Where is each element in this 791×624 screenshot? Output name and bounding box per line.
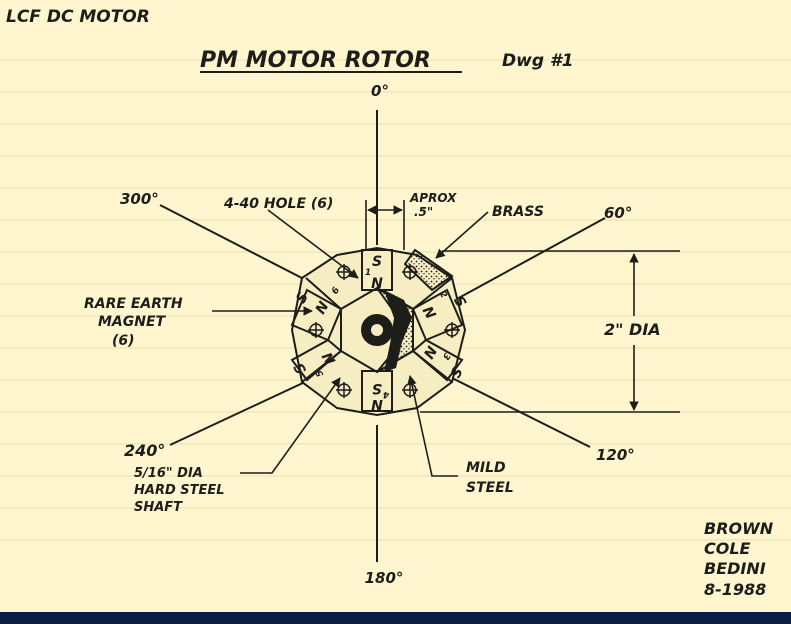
magnet-block-2 — [411, 288, 464, 342]
hole-icon — [402, 264, 418, 280]
hole-icon — [308, 322, 324, 338]
magnet-1-number: 1 — [365, 268, 371, 278]
magnet-block-3 — [411, 338, 464, 382]
mild-steel-label-line1: MILD — [466, 460, 506, 476]
aprox-label: APROX — [409, 191, 457, 205]
magnet-label-line2: MAGNET — [98, 314, 167, 330]
angle-300-label: 300° — [120, 190, 159, 208]
magnet-block-4 — [361, 370, 393, 412]
angle-240-label: 240° — [124, 441, 165, 460]
shaft-center — [371, 324, 383, 336]
magnet-label-line1: RARE EARTH — [84, 296, 183, 312]
drawing-number: Dwg #1 — [502, 51, 574, 71]
header-corner-text: LCF DC MOTOR — [6, 7, 150, 27]
brass-insert — [403, 248, 454, 292]
magnet-1-south: S — [372, 254, 382, 270]
signature-line1: BROWN — [704, 519, 774, 538]
magnet-4-south: S — [372, 380, 382, 396]
axis-120-line — [439, 371, 591, 448]
bottom-border — [0, 612, 791, 624]
magnet-label-line3: (6) — [112, 333, 135, 349]
signature-line3: BEDINI — [704, 559, 766, 578]
mild-steel-leader — [407, 375, 458, 477]
hub-core-dark — [384, 290, 412, 372]
magnet-3-number: 3 — [440, 351, 452, 361]
axis-60-line — [454, 217, 606, 301]
magnet-6-number: 6 — [330, 286, 342, 296]
shaft-label-line1: 5/16" DIA — [134, 466, 203, 481]
signature-line4: 8-1988 — [704, 580, 766, 599]
magnet-5-number: 5 — [314, 368, 326, 378]
mild-steel-label-line2: STEEL — [466, 480, 514, 496]
hole-icon — [336, 382, 352, 398]
magnet-4-number: 4 — [383, 389, 390, 399]
shaft-leader — [240, 377, 341, 474]
hole-icon — [444, 322, 460, 338]
magnet-block-5 — [290, 338, 343, 382]
rotor-assembly — [290, 246, 467, 417]
angle-180-label: 180° — [365, 569, 404, 587]
magnet-2-number: 2 — [437, 290, 449, 300]
shaft-label-line2: HARD STEEL — [134, 483, 225, 498]
aprox-value: .5" — [414, 205, 433, 219]
hole-leader — [267, 209, 359, 279]
magnet-block-6 — [290, 288, 343, 342]
magnet-4-north: N — [371, 396, 383, 412]
magnet-1-north: N — [371, 276, 383, 292]
angle-120-label: 120° — [596, 446, 635, 464]
diameter-label: 2" DIA — [604, 320, 661, 339]
magnet-block-1 — [361, 249, 393, 291]
hole-label: 4-40 HOLE (6) — [223, 196, 333, 212]
brass-label: BRASS — [492, 204, 544, 220]
signature-line2: COLE — [704, 539, 751, 558]
shaft-label-line3: SHAFT — [134, 500, 183, 515]
angle-60-label: 60° — [604, 204, 632, 222]
drawing-title: PM MOTOR ROTOR — [200, 48, 431, 73]
angle-0-label: 0° — [371, 82, 389, 100]
